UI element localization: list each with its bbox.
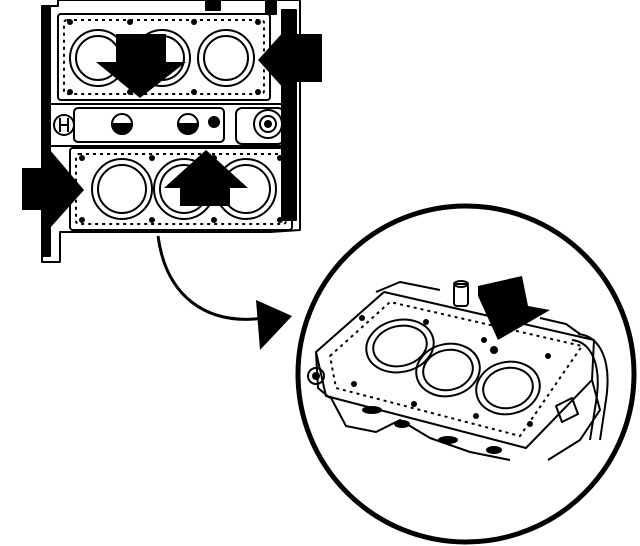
arrow-right-icon bbox=[22, 150, 84, 228]
detail-cylinder-bore-3 bbox=[475, 360, 541, 416]
engine-valley bbox=[47, 103, 285, 147]
arrow-up-icon bbox=[164, 150, 248, 206]
arrow-down-icon bbox=[96, 34, 186, 98]
engine-block-top-view bbox=[41, 0, 301, 263]
arrow-left-icon bbox=[258, 20, 322, 100]
curved-arrow-head-icon bbox=[256, 300, 292, 350]
block-top-stub-2 bbox=[265, 0, 277, 15]
callout-arrow bbox=[156, 235, 292, 350]
valley-plug-left bbox=[53, 114, 75, 136]
detail-underside-detail bbox=[362, 406, 502, 454]
detail-head-gasket bbox=[307, 280, 609, 461]
block-top-stub bbox=[205, 0, 221, 11]
lower-cylinder-bore-1 bbox=[91, 158, 153, 220]
detail-magnified-view bbox=[295, 203, 637, 545]
detail-block-deck bbox=[315, 291, 595, 449]
detail-arrow-down-icon bbox=[478, 276, 550, 340]
detail-circle-frame bbox=[295, 203, 637, 545]
detail-bolt-holes bbox=[351, 315, 551, 427]
upper-gasket-bolt-holes bbox=[67, 19, 261, 95]
lower-gasket-bolt-holes bbox=[79, 155, 283, 223]
detail-cylinder-bore-1 bbox=[365, 318, 435, 374]
callout-arrow-shaft bbox=[156, 235, 265, 321]
upper-cylinder-bore-3 bbox=[197, 29, 255, 87]
block-left-rib bbox=[41, 5, 51, 257]
distributor-boss bbox=[253, 109, 283, 139]
detail-cylinder-bore-2 bbox=[415, 342, 481, 398]
main-view-arrows bbox=[22, 20, 322, 228]
